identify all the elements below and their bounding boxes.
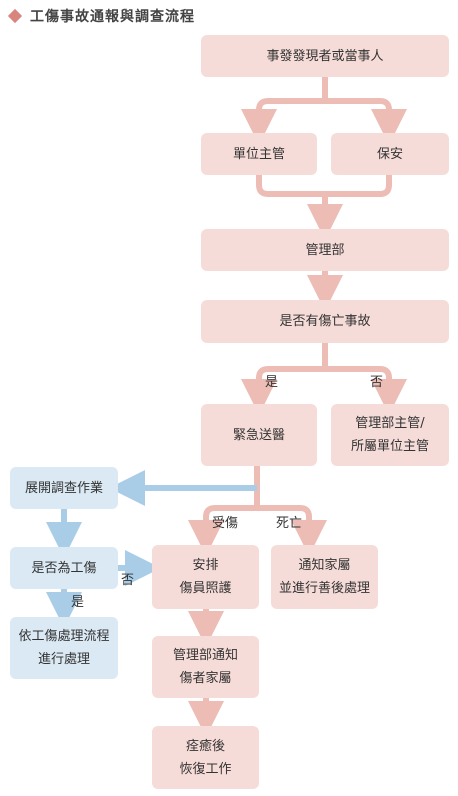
node-notify-supervisor-line2: 所屬單位主管 (350, 439, 429, 454)
node-reporter: 事發發現者或當事人 (201, 35, 449, 77)
node-work-injury-question: 是否為工傷 (10, 547, 118, 589)
edge-label-no-arrange: 否 (121, 573, 135, 588)
connector-emergency-family (257, 505, 327, 556)
connector-security-merge (325, 175, 392, 197)
node-management-dept: 管理部 (201, 229, 449, 271)
node-security: 保安 (331, 133, 449, 175)
node-injury-procedure-line1: 依工傷處理流程 (18, 629, 110, 644)
edge-label-yes-emergency: 是 (265, 375, 279, 390)
node-arrange-care: 安排 傷員照護 (152, 545, 259, 609)
node-recover-return-line1: 痊癒後 (185, 738, 225, 754)
node-unit-head: 單位主管 (201, 133, 317, 175)
node-recover-return-line2: 恢復工作 (179, 761, 232, 777)
node-recover-return: 痊癒後 恢復工作 (152, 726, 259, 789)
edge-label-yes-procedure: 是 (71, 595, 85, 610)
connector-emergency-arrange (188, 505, 257, 556)
edge-label-death: 死亡 (276, 516, 303, 531)
node-arrange-care-line2: 傷員照護 (179, 581, 232, 596)
node-notify-supervisor-line1: 管理部主管/ (355, 416, 425, 431)
node-management-dept-label: 管理部 (305, 242, 345, 258)
node-notify-injured-family-line2: 傷者家屬 (179, 671, 232, 686)
title-row: 工傷事故通報與調查流程 (7, 5, 195, 27)
node-work-injury-question-label: 是否為工傷 (31, 560, 97, 576)
node-casualty-question-label: 是否有傷亡事故 (279, 314, 371, 329)
node-casualty-question: 是否有傷亡事故 (201, 300, 449, 343)
node-notify-family-aftermath-line2: 並進行善後處理 (278, 581, 370, 596)
node-injury-procedure-line2: 進行處理 (37, 652, 90, 667)
node-notify-family-aftermath-line1: 通知家屬 (298, 558, 351, 573)
connector-casualty-notify-head (325, 366, 407, 415)
node-notify-supervisor: 管理部主管/ 所屬單位主管 (331, 404, 449, 466)
node-notify-family-aftermath: 通知家屬 並進行善後處理 (271, 545, 378, 609)
connector-split-unit-head (241, 98, 325, 145)
node-injury-procedure: 依工傷處理流程 進行處理 (10, 617, 118, 679)
connector-split-security (325, 98, 407, 145)
page-title: 工傷事故通報與調查流程 (30, 9, 195, 25)
node-security-label: 保安 (376, 146, 403, 162)
connector-unit-head-merge (256, 175, 325, 197)
edge-label-injured: 受傷 (212, 516, 239, 531)
node-unit-head-label: 單位主管 (232, 146, 285, 162)
node-emergency-label: 緊急送醫 (232, 427, 285, 443)
node-arrange-care-line1: 安排 (192, 558, 219, 573)
edge-label-no-supervisor: 否 (370, 375, 384, 390)
node-emergency: 緊急送醫 (201, 404, 317, 466)
node-investigation-label: 展開調查作業 (24, 480, 103, 496)
node-reporter-label: 事發發現者或當事人 (266, 48, 384, 64)
connector-casualty-emergency (241, 366, 325, 415)
node-notify-injured-family: 管理部通知 傷者家屬 (152, 636, 259, 698)
node-notify-injured-family-line1: 管理部通知 (172, 648, 238, 663)
node-investigation: 展開調查作業 (10, 467, 118, 509)
